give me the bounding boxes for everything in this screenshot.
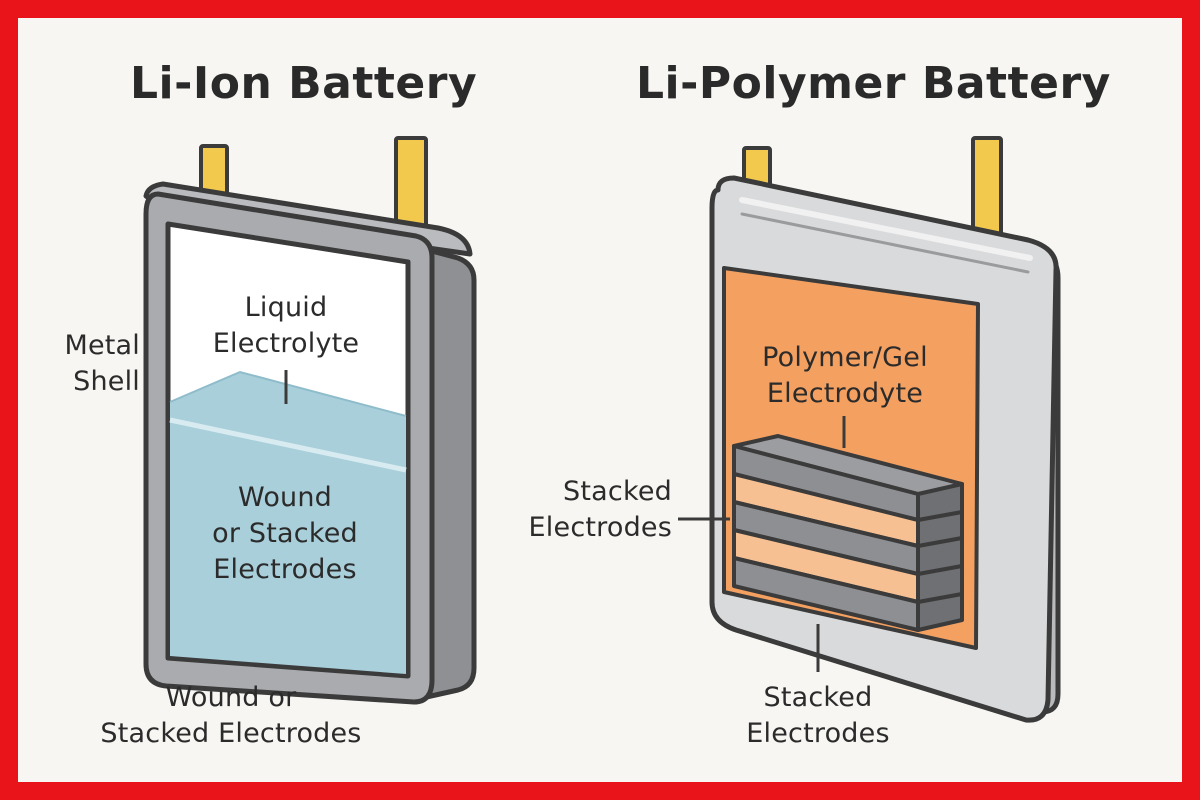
li-ion-bottom-label-line-2: Stacked Electrodes bbox=[100, 718, 362, 749]
li-ion-electrodes-label-line-1: Wound bbox=[238, 482, 332, 513]
electrode-side-layer-lines bbox=[917, 510, 963, 604]
polymer-gel-label-line-1: Polymer/Gel bbox=[762, 342, 928, 373]
pouch-seam bbox=[739, 197, 1033, 261]
electrode-stack-side bbox=[916, 474, 964, 632]
pouch-seam-line bbox=[740, 212, 1030, 274]
metal-shell-label-line-2: Shell bbox=[73, 366, 140, 397]
li-ion-electrodes-label: Wound or Stacked Electrodes bbox=[190, 480, 380, 588]
stacked-electrodes-side-label-line-1: Stacked bbox=[563, 476, 672, 507]
liquid-surface-edge bbox=[169, 370, 407, 417]
li-ion-bottom-label: Wound or Stacked Electrodes bbox=[76, 680, 386, 752]
li-ion-battery bbox=[143, 136, 477, 705]
battery-diagram-canvas bbox=[143, 136, 1061, 723]
stacked-electrodes-bottom-label-line-1: Stacked bbox=[763, 682, 873, 713]
stacked-electrodes-bottom-label: Stacked Electrodes bbox=[708, 680, 928, 752]
li-polymer-battery bbox=[678, 136, 1061, 723]
stacked-electrodes-side-label-line-2: Electrodes bbox=[528, 512, 672, 543]
electrode-layer-5 bbox=[732, 556, 920, 632]
li-ion-title: Li-Ion Battery bbox=[130, 58, 478, 109]
li-ion-electrodes-label-line-3: Electrodes bbox=[213, 554, 357, 585]
stacked-electrodes-bottom-label-line-2: Electrodes bbox=[746, 718, 890, 749]
metal-shell-label: Metal Shell bbox=[40, 328, 140, 400]
li-polymer-title: Li-Polymer Battery bbox=[636, 58, 1111, 109]
li-ion-bottom-label-line-1: Wound or bbox=[165, 682, 297, 713]
polymer-gel-label: Polymer/Gel Electrodyte bbox=[730, 340, 960, 412]
liquid-surface-highlight bbox=[169, 417, 407, 473]
electrode-stack bbox=[732, 434, 964, 632]
li-ion-electrodes-label-line-2: or Stacked bbox=[212, 518, 358, 549]
stacked-electrodes-side-label: Stacked Electrodes bbox=[500, 474, 672, 546]
metal-shell-label-line-1: Metal bbox=[64, 330, 140, 361]
liquid-electrolyte bbox=[170, 372, 406, 674]
diagram-frame: Li-Ion Battery Li-Polymer Battery Metal … bbox=[18, 18, 1182, 782]
li-polymer-terminal-right bbox=[971, 136, 1003, 238]
liquid-electrolyte-label-line-2: Electrolyte bbox=[212, 328, 360, 359]
liquid-electrolyte-label: Liquid Electrolyte bbox=[196, 290, 376, 362]
polymer-gel-label-line-2: Electrodyte bbox=[766, 378, 924, 409]
liquid-electrolyte-label-line-1: Liquid bbox=[244, 292, 328, 323]
